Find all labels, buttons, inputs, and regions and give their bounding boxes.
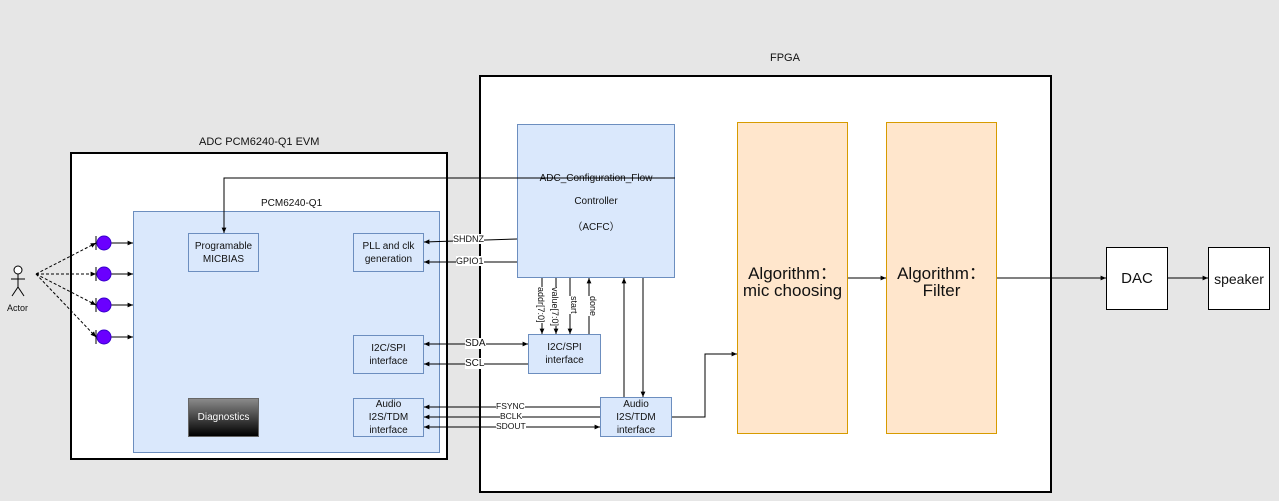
signal-shdnz: SHDNZ (453, 234, 484, 244)
pll-block[interactable]: PLL and clk generation (353, 233, 424, 272)
fpga-i2c-block[interactable]: I2C/SPI interface (528, 334, 601, 374)
algorithm-mic-choosing-block[interactable]: Algorithm： mic choosing (737, 122, 848, 434)
signal-done: done (588, 296, 598, 317)
diagnostics-block[interactable]: Diagnostics (188, 398, 259, 437)
adc-audio-block[interactable]: Audio I2S/TDM interface (353, 398, 424, 437)
actor-icon (11, 265, 25, 297)
signal-bclk: BCLK (500, 411, 523, 421)
signal-value: value[7:0] (550, 287, 560, 327)
signal-addr: addr[7:0] (536, 287, 546, 323)
signal-sda: SDA (465, 338, 486, 349)
alg2-line2: Filter (922, 281, 961, 300)
dac-block[interactable]: DAC (1106, 247, 1168, 310)
micbias-block[interactable]: Programable MICBIAS (188, 233, 259, 272)
algorithm-filter-block[interactable]: Algorithm： Filter (886, 122, 997, 434)
fpga-audio-block[interactable]: Audio I2S/TDM interface (600, 397, 672, 437)
actor-label: Actor (7, 303, 29, 313)
alg1-line1: Algorithm： (748, 264, 837, 283)
fpga-title: FPGA (770, 52, 800, 64)
adc-i2c-block[interactable]: I2C/SPI interface (353, 335, 424, 374)
microphone-icons (95, 235, 112, 345)
alg1-line2: mic choosing (742, 281, 843, 300)
signal-start: start (569, 296, 579, 314)
signal-sdout: SDOUT (496, 421, 526, 431)
signal-gpio1: GPIO1 (456, 256, 484, 266)
acfc-line2: Controller (574, 196, 618, 207)
chip-title: PCM6240-Q1 (261, 198, 323, 209)
acfc-line3: （ACFC） (572, 222, 620, 233)
alg2-line1: Algorithm： (897, 264, 986, 283)
signal-scl: SCL (465, 358, 485, 369)
speaker-block[interactable]: speaker (1208, 247, 1270, 310)
signal-fsync: FSYNC (496, 401, 525, 411)
evm-title: ADC PCM6240-Q1 EVM (199, 136, 320, 148)
